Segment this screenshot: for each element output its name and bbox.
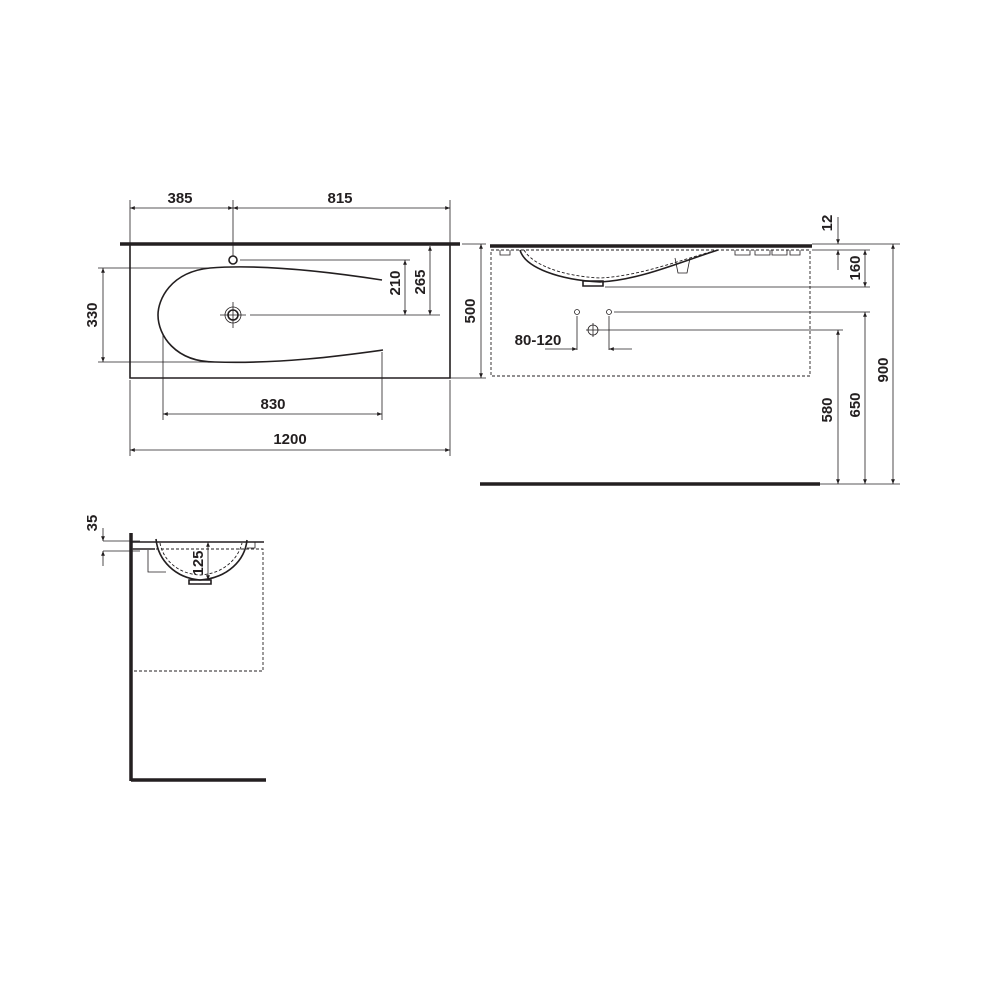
supply-point-icon	[574, 309, 580, 315]
dim-830: 830	[260, 396, 285, 413]
dim-650: 650	[847, 392, 864, 417]
bowl-section	[519, 249, 719, 283]
countertop-section	[131, 541, 264, 550]
dim-35: 35	[84, 515, 101, 532]
vanity-outline	[130, 548, 264, 672]
drain-section	[582, 280, 604, 287]
plan-view: 385 815 330 210 265 500 830 1200	[84, 190, 486, 456]
bowl-outline	[157, 266, 384, 364]
side-view: 35 125	[84, 515, 266, 782]
dim-815: 815	[327, 190, 352, 207]
dim-580: 580	[819, 397, 836, 422]
dim-12: 12	[819, 215, 836, 232]
dim-210: 210	[387, 270, 404, 295]
tap-hole	[228, 255, 238, 265]
vanity-outline	[490, 249, 811, 377]
dim-80-120: 80-120	[515, 332, 562, 349]
dim-385: 385	[167, 190, 192, 207]
drain-section	[188, 579, 212, 585]
dim-160: 160	[847, 255, 864, 280]
dim-330: 330	[84, 302, 101, 327]
front-view: 80-120 12 160 900 650 580	[480, 215, 900, 486]
dim-125: 125	[190, 550, 207, 575]
dim-900: 900	[875, 357, 892, 382]
supply-point-icon	[606, 309, 612, 315]
dim-265: 265	[412, 269, 429, 294]
basin-outline	[129, 244, 451, 379]
dim-1200: 1200	[273, 431, 306, 448]
dim-500: 500	[462, 298, 479, 323]
